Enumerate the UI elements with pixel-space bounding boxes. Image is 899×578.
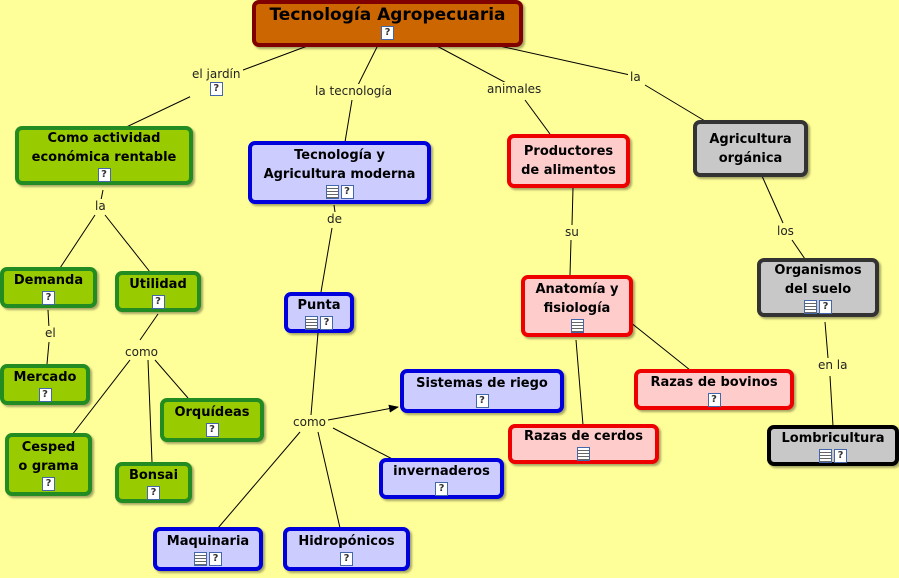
root-title: Tecnología Agropecuaria: [269, 5, 506, 25]
concept-node-punta[interactable]: Punta ?: [284, 292, 354, 333]
document-icon[interactable]: [305, 315, 318, 330]
question-icon[interactable]: ?: [209, 82, 223, 96]
question-icon[interactable]: ?: [38, 387, 52, 402]
document-icon[interactable]: [194, 552, 207, 566]
document-icon[interactable]: [577, 447, 590, 461]
question-icon[interactable]: ?: [209, 552, 222, 566]
question-icon[interactable]: ?: [205, 423, 219, 437]
link-label-la: la: [93, 199, 108, 213]
concept-node-cesped[interactable]: Cesped o grama ?: [5, 433, 92, 496]
link-label-el-jardin: el jardín ?: [190, 67, 243, 97]
question-icon[interactable]: ?: [834, 448, 847, 463]
concept-node-actividad[interactable]: Como actividad económica rentable ?: [15, 126, 193, 185]
question-icon[interactable]: ?: [707, 392, 721, 407]
question-icon[interactable]: ?: [435, 481, 448, 496]
concept-node-productores[interactable]: Productores de alimentos: [507, 134, 630, 188]
concept-node-razas-de-bovinos[interactable]: Razas de bovinos ?: [634, 369, 794, 410]
question-icon[interactable]: ?: [147, 485, 160, 500]
question-icon[interactable]: ?: [340, 185, 354, 199]
question-icon[interactable]: ?: [42, 477, 55, 491]
question-icon[interactable]: ?: [381, 26, 394, 40]
link-label-de: de: [325, 212, 344, 226]
concept-node-organismos[interactable]: Organismos del suelo ?: [757, 258, 879, 317]
root-concept-node[interactable]: Tecnología Agropecuaria ?: [252, 0, 523, 47]
concept-node-anatomia[interactable]: Anatomía y fisiología: [521, 275, 633, 337]
link-label-como: como: [123, 345, 160, 359]
concept-node-maquinaria[interactable]: Maquinaria ?: [153, 527, 263, 571]
document-icon[interactable]: [570, 318, 584, 333]
concept-node-hidroponicos[interactable]: Hidropónicos ?: [283, 527, 410, 571]
question-icon[interactable]: ?: [320, 315, 333, 330]
concept-node-demanda[interactable]: Demanda ?: [0, 267, 97, 308]
concept-node-lombricultura[interactable]: Lombricultura ?: [767, 425, 899, 466]
concept-node-invernaderos[interactable]: invernaderos ?: [379, 458, 504, 499]
link-label-la-tecnologia: la tecnología: [313, 84, 395, 98]
concept-node-tecnologia[interactable]: Tecnología y Agricultura moderna ?: [248, 141, 431, 204]
link-label-su: su: [563, 225, 581, 239]
concept-node-organica[interactable]: Agricultura orgánica: [693, 120, 808, 177]
link-label-en-la: en la: [816, 358, 850, 372]
concept-node-razas-de-cerdos[interactable]: Razas de cerdos: [508, 424, 659, 464]
document-icon[interactable]: [804, 300, 817, 314]
link-label-la: la: [628, 70, 643, 84]
concept-node-sistemas-de-riego[interactable]: Sistemas de riego ?: [400, 369, 564, 413]
concept-node-bonsai[interactable]: Bonsai ?: [115, 462, 192, 503]
concept-node-orquideas[interactable]: Orquídeas ?: [160, 398, 264, 442]
concept-node-mercado[interactable]: Mercado ?: [0, 364, 90, 405]
question-icon[interactable]: ?: [340, 552, 353, 566]
link-label-como: como: [291, 415, 328, 429]
question-icon[interactable]: ?: [151, 294, 165, 309]
question-icon[interactable]: ?: [819, 300, 832, 314]
document-icon[interactable]: [325, 185, 339, 199]
concept-node-utilidad[interactable]: Utilidad ?: [115, 271, 201, 312]
question-icon[interactable]: ?: [42, 290, 55, 305]
question-icon[interactable]: ?: [475, 394, 489, 408]
link-label-el: el: [43, 326, 58, 340]
document-icon[interactable]: [819, 448, 832, 463]
question-icon[interactable]: ?: [97, 168, 111, 182]
link-label-los: los: [775, 224, 796, 238]
link-label-animales: animales: [485, 82, 544, 96]
